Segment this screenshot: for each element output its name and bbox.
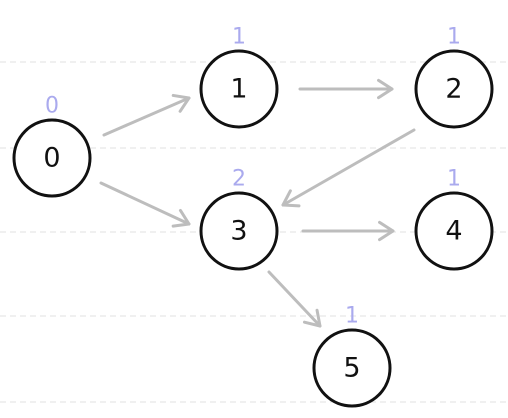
node-degree-label: 1: [447, 167, 461, 192]
node-2: 21: [414, 25, 494, 129]
arrowhead: [302, 308, 322, 328]
arrowhead: [171, 93, 191, 113]
node-label: 1: [230, 74, 247, 105]
node-circle: [414, 49, 494, 129]
node-circle: [312, 328, 392, 408]
arrowhead: [171, 208, 191, 228]
arrowhead: [377, 78, 394, 100]
node-label: 0: [43, 143, 60, 174]
node-degree-label: 1: [345, 304, 359, 329]
edges-layer: [99, 78, 416, 328]
edge-line: [99, 181, 191, 226]
node-label: 5: [343, 353, 360, 384]
node-4: 41: [414, 167, 494, 271]
edge-3-to-5: [267, 270, 322, 328]
edge-0-to-1: [102, 93, 191, 137]
node-circle: [199, 49, 279, 129]
node-circle: [12, 118, 92, 198]
edge-line: [102, 96, 191, 137]
node-label: 3: [230, 216, 247, 247]
node-degree-label: 2: [232, 167, 246, 192]
edge-1-to-2: [298, 78, 394, 100]
node-5: 51: [312, 304, 392, 408]
node-degree-label: 1: [232, 25, 246, 50]
edge-3-to-4: [301, 220, 395, 242]
node-label: 4: [445, 216, 462, 247]
arrowhead: [281, 189, 301, 208]
node-0: 00: [12, 94, 92, 198]
node-1: 11: [199, 25, 279, 129]
node-circle: [414, 191, 494, 271]
node-degree-label: 0: [45, 94, 59, 119]
edge-line: [281, 128, 416, 207]
node-circle: [199, 191, 279, 271]
node-label: 2: [445, 74, 462, 105]
edge-0-to-3: [99, 181, 191, 228]
node-3: 32: [199, 167, 279, 271]
node-degree-label: 1: [447, 25, 461, 50]
arrowhead: [378, 220, 395, 242]
edge-2-to-3: [281, 128, 416, 208]
edge-line: [267, 270, 322, 328]
